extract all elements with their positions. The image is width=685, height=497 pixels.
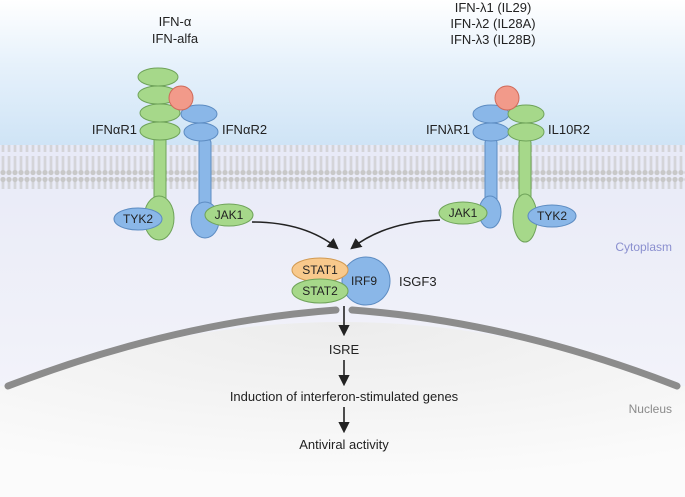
cytoplasm-label: Cytoplasm	[615, 240, 672, 254]
tyk2-left-kinase	[113, 207, 163, 231]
ifn-lambda1-label: IFN-λ1 (IL29)	[455, 0, 532, 15]
il10r2-receptor	[507, 104, 545, 243]
jak1-left-label: JAK1	[215, 208, 244, 222]
ifn-lambda2-label: IFN-λ2 (IL28A)	[450, 16, 535, 31]
induction-label: Induction of interferon-stimulated genes	[230, 389, 459, 404]
il10r2-label: IL10R2	[548, 122, 590, 137]
stat2-subunit	[291, 278, 349, 304]
tyk2-right-kinase	[527, 204, 577, 228]
ifn-alfa-label: IFN-alfa	[152, 31, 199, 46]
ifnar2-label: IFNαR2	[222, 122, 267, 137]
nuclear-envelope-right	[348, 306, 681, 390]
nucleus-area	[0, 322, 685, 497]
extracellular-space	[0, 0, 685, 145]
jak1-right-arrow	[350, 219, 441, 250]
jak1-left-arrow	[251, 221, 339, 250]
antiviral-label: Antiviral activity	[299, 437, 389, 452]
ifn-alpha-ligand-icon	[168, 85, 194, 111]
isre-label: ISRE	[329, 342, 360, 357]
ifnar1-label: IFNαR1	[92, 122, 137, 137]
ifnar2-receptor	[180, 104, 220, 239]
jak1-right-kinase	[438, 201, 488, 225]
tyk2-left-label: TYK2	[123, 212, 153, 226]
irf9-subunit	[341, 256, 391, 306]
ifnlr1-label: IFNλR1	[426, 122, 470, 137]
nucleus-label: Nucleus	[629, 402, 672, 416]
jak1-left-kinase	[204, 203, 254, 227]
ifnlr1-receptor	[472, 104, 510, 229]
ifn-alpha-label: IFN-α	[159, 14, 192, 29]
nuclear-envelope-left	[4, 306, 340, 390]
ifn-lambda-ligand-icon	[494, 85, 520, 111]
stat2-label: STAT2	[302, 284, 338, 298]
ifn-lambda3-label: IFN-λ3 (IL28B)	[450, 32, 535, 47]
isgf3-complex	[291, 256, 391, 306]
irf9-label: IRF9	[351, 274, 377, 288]
cell-membrane	[0, 145, 685, 189]
isgf3-label: ISGF3	[399, 274, 437, 289]
jak1-right-label: JAK1	[449, 206, 478, 220]
tyk2-right-label: TYK2	[537, 209, 567, 223]
stat1-label: STAT1	[302, 263, 338, 277]
